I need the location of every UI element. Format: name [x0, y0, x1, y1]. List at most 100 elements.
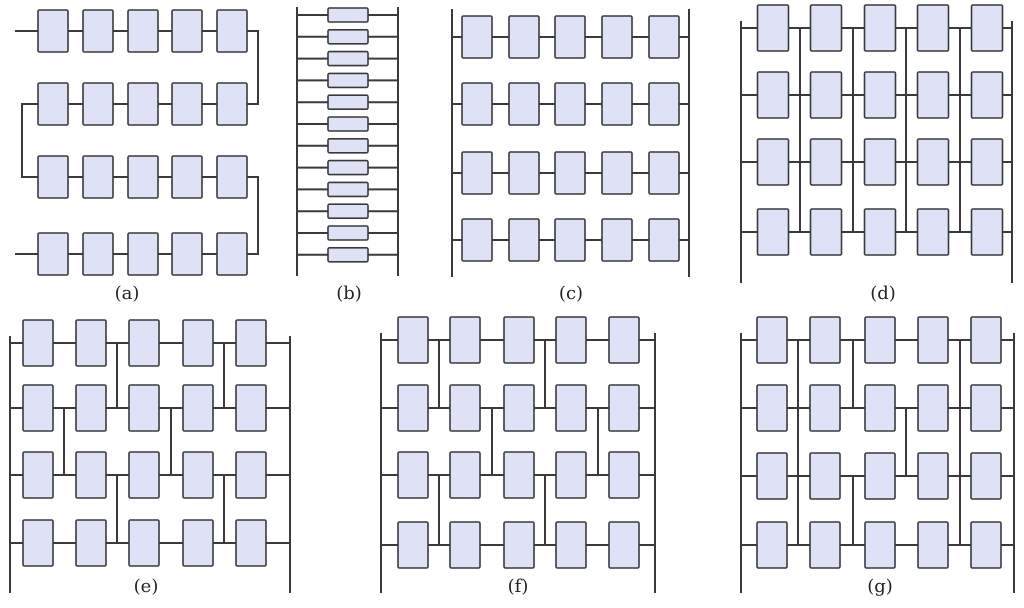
c-module [601, 15, 633, 59]
b-module [327, 203, 369, 219]
a-module [37, 82, 69, 126]
a-module [37, 9, 69, 53]
d-module [863, 4, 897, 52]
d-module [970, 4, 1004, 52]
g-module [864, 452, 896, 500]
c-module [554, 15, 586, 59]
e-module [22, 319, 54, 367]
e-module [128, 451, 160, 499]
d-module [970, 71, 1004, 119]
b-module [327, 225, 369, 241]
e-module [235, 519, 267, 567]
c-module [508, 151, 540, 195]
e-module [22, 519, 54, 567]
a-module [127, 155, 159, 199]
g-module [809, 452, 841, 500]
label-c: (c) [558, 283, 584, 304]
e-module [75, 319, 107, 367]
f-module [397, 451, 429, 499]
a-module [171, 82, 203, 126]
g-module [970, 384, 1002, 432]
a-module [82, 155, 114, 199]
d-module [970, 208, 1004, 256]
g-module [756, 316, 788, 364]
a-module [82, 9, 114, 53]
f-module [397, 384, 429, 432]
e-module [235, 319, 267, 367]
b-module [327, 7, 369, 23]
d-module [809, 4, 843, 52]
b-module [327, 116, 369, 132]
a-module [127, 9, 159, 53]
g-module [917, 316, 949, 364]
b-module [327, 50, 369, 67]
c-module [461, 151, 493, 195]
f-module [503, 521, 535, 569]
c-module [554, 82, 586, 126]
g-module [970, 521, 1002, 569]
e-module [22, 384, 54, 432]
g-module [864, 316, 896, 364]
c-module [648, 15, 680, 59]
g-module [756, 521, 788, 569]
g-module [917, 452, 949, 500]
a-module [171, 232, 203, 276]
b-module [327, 138, 369, 154]
d-module [809, 208, 843, 256]
f-module [555, 451, 587, 499]
f-module [608, 521, 640, 569]
d-module [756, 138, 790, 186]
b-module [327, 28, 369, 45]
a-module [37, 155, 69, 199]
f-module [555, 384, 587, 432]
e-module [182, 384, 214, 432]
c-module [508, 15, 540, 59]
g-module [917, 384, 949, 432]
c-module [648, 218, 680, 262]
c-module [461, 218, 493, 262]
f-module [555, 316, 587, 364]
f-module [608, 384, 640, 432]
f-module [503, 451, 535, 499]
label-f: (f) [507, 576, 529, 597]
e-module [75, 384, 107, 432]
label-g: (g) [867, 576, 893, 597]
f-module [503, 316, 535, 364]
f-module [608, 316, 640, 364]
d-module [863, 71, 897, 119]
g-module [864, 384, 896, 432]
label-d: (d) [870, 283, 896, 304]
d-module [809, 71, 843, 119]
e-module [128, 384, 160, 432]
g-module [970, 316, 1002, 364]
c-module [648, 151, 680, 195]
d-module [863, 208, 897, 256]
c-module [508, 82, 540, 126]
e-module [182, 519, 214, 567]
c-module [554, 218, 586, 262]
e-module [182, 319, 214, 367]
a-module [216, 232, 248, 276]
b-module [327, 94, 369, 110]
g-module [809, 521, 841, 569]
f-module [503, 384, 535, 432]
g-module [917, 521, 949, 569]
c-module [461, 15, 493, 59]
e-module [128, 319, 160, 367]
a-module [216, 9, 248, 53]
d-module [809, 138, 843, 186]
f-module [449, 451, 481, 499]
g-module [756, 452, 788, 500]
b-module [327, 181, 369, 198]
a-module [82, 82, 114, 126]
c-module [601, 218, 633, 262]
g-module [756, 384, 788, 432]
d-module [916, 4, 950, 52]
e-module [182, 451, 214, 499]
c-module [601, 151, 633, 195]
c-module [601, 82, 633, 126]
b-module [327, 159, 369, 176]
f-module [449, 384, 481, 432]
